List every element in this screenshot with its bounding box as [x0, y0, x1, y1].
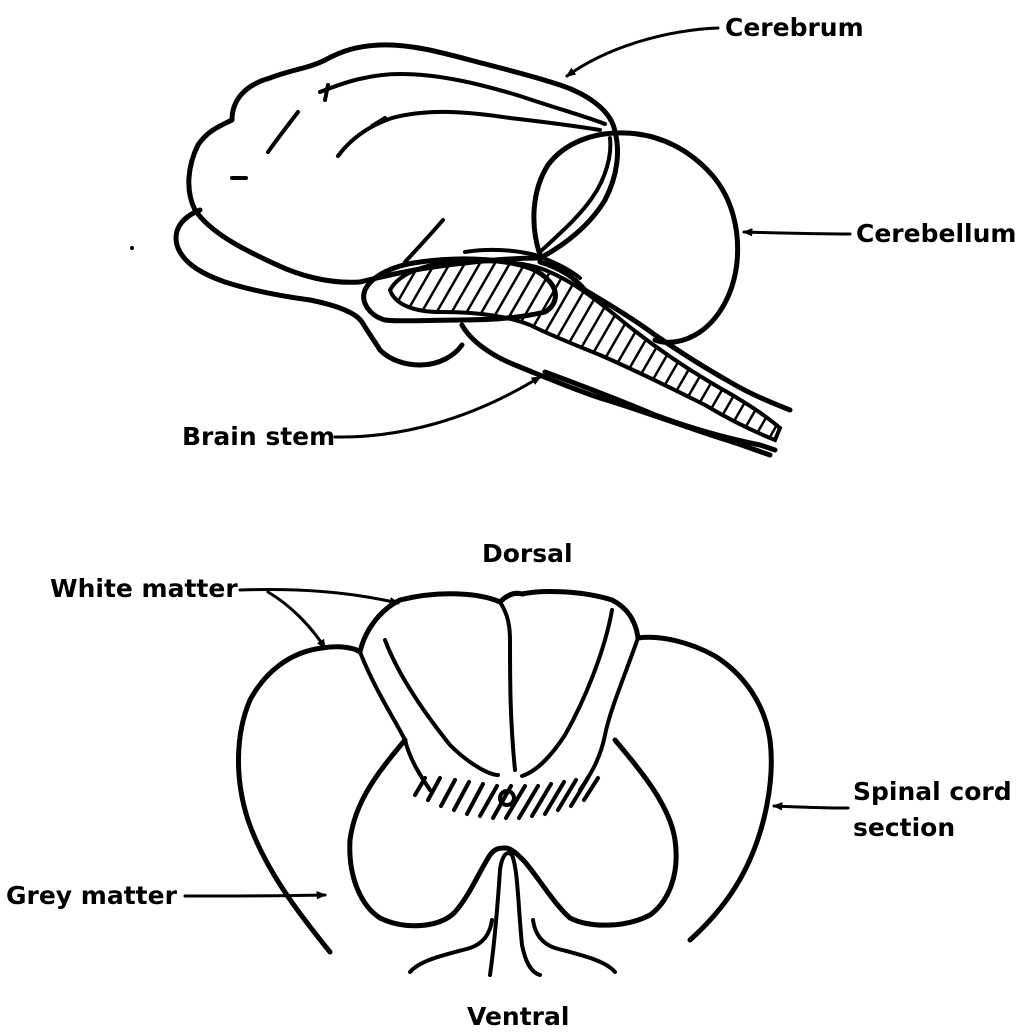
cerebellum-arrow — [742, 228, 852, 237]
white-matter-arrow-1 — [238, 588, 400, 606]
ventral-median-fissure — [488, 851, 542, 977]
white-matter-label: White matter — [50, 574, 238, 603]
brain-drawing — [173, 42, 793, 458]
spinal-cord-label-line2: section — [853, 813, 955, 842]
white-matter-arrow-2 — [266, 590, 327, 650]
ventral-base-left — [408, 918, 494, 974]
spinal-cord-label-line1: Spinal cord — [853, 777, 1012, 806]
dorsal-column-right — [578, 636, 640, 792]
brainstem-hatch-cap — [463, 247, 582, 280]
cerebellum-outline — [531, 130, 741, 345]
sulcus-1 — [318, 72, 607, 126]
spinal-cord-drawing — [236, 589, 774, 977]
brain-stem-arrow — [333, 375, 542, 439]
brainstem-top — [537, 259, 793, 413]
grey-matter-label: Grey matter — [6, 881, 178, 910]
spinal-outer-outline — [236, 589, 774, 955]
central-canal-hatching — [413, 776, 600, 820]
dorsal-horn-right — [520, 608, 614, 778]
brainstem-outline — [459, 322, 773, 458]
grey-matter-arrow — [183, 891, 327, 900]
dorsal-column-left — [358, 650, 432, 792]
cerebrum-label: Cerebrum — [725, 13, 864, 42]
sulcus-4 — [336, 109, 602, 158]
sulcus-2 — [323, 83, 330, 102]
brain-stem-label: Brain stem — [182, 422, 335, 451]
cerebellum-inner — [538, 136, 613, 254]
cerebrum-arrow — [565, 26, 720, 78]
ventral-base-right — [531, 918, 617, 974]
sulcus-5 — [370, 116, 387, 128]
dorsal-label: Dorsal — [482, 539, 573, 568]
brainstem-bottom — [542, 369, 778, 453]
dorsal-median-groove — [498, 600, 517, 772]
cerebellum-label: Cerebellum — [856, 219, 1016, 248]
spinal-cord-arrow — [772, 802, 850, 811]
cerebrum-outline — [186, 42, 621, 285]
dorsal-horn-left — [383, 638, 500, 777]
speck — [130, 246, 134, 250]
grey-matter-outline — [347, 737, 679, 929]
ventral-label: Ventral — [467, 1002, 569, 1031]
lateral-fissure — [403, 218, 445, 264]
sulcus-3 — [266, 110, 300, 154]
brainstem-hatched-region — [387, 259, 783, 443]
central-canal — [498, 789, 516, 807]
olfactory-lobe — [173, 207, 465, 368]
